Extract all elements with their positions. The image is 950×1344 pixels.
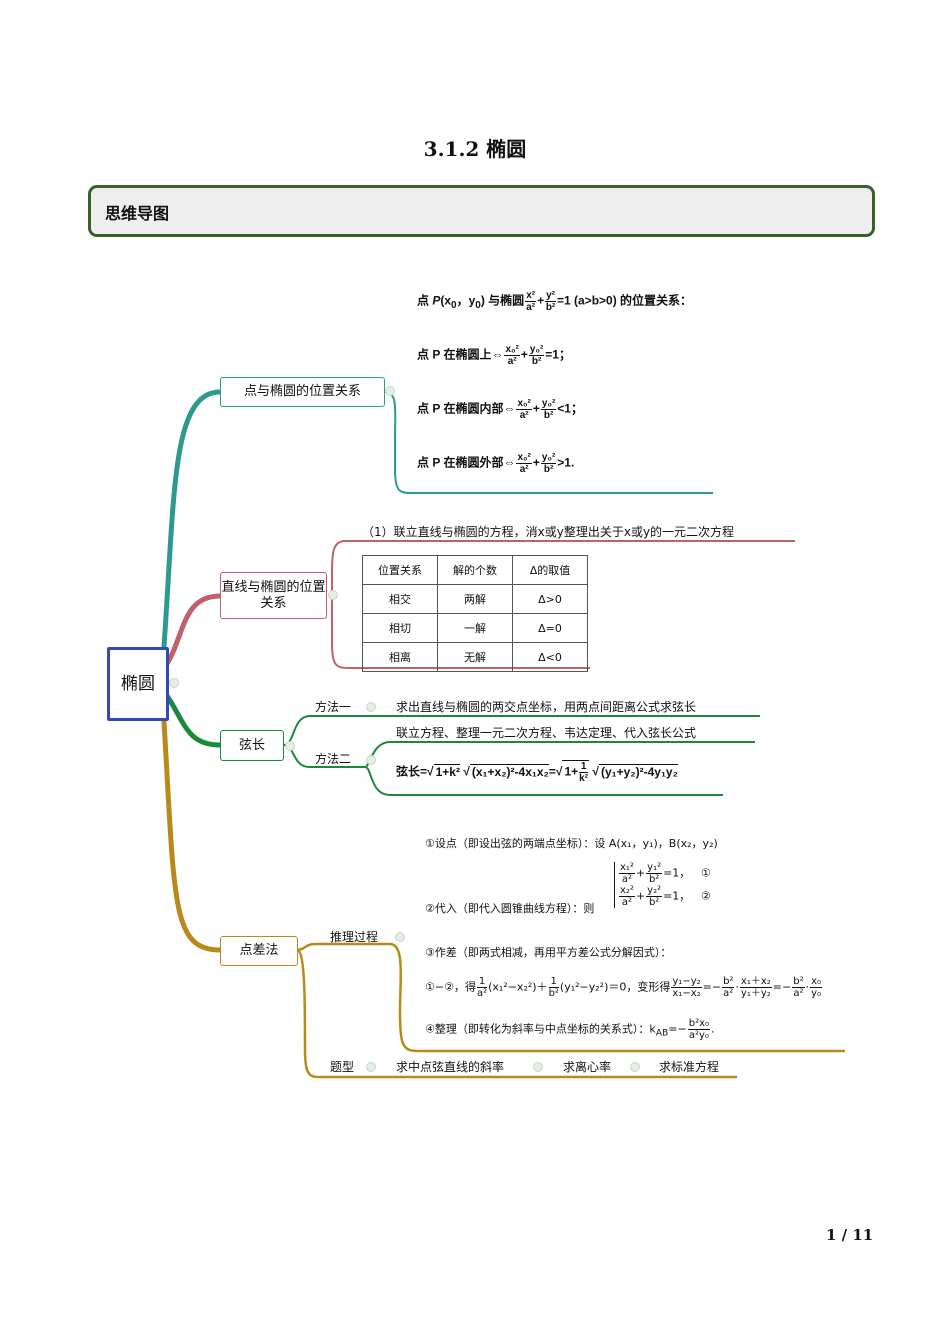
collapse-dot[interactable] (395, 932, 405, 942)
collapse-dot[interactable] (328, 590, 338, 600)
collapse-dot[interactable] (285, 741, 295, 751)
method1-text: 求出直线与椭圆的两交点坐标，用两点间距离公式求弦长 (396, 700, 697, 714)
node-point-difference-method[interactable]: 点差法 (220, 936, 298, 966)
collapse-dot[interactable] (366, 755, 376, 765)
branch4-connector (160, 704, 221, 953)
central-node[interactable]: 椭圆 (107, 647, 169, 721)
method1-label[interactable]: 方法一 (315, 700, 352, 714)
method2-label[interactable]: 方法二 (315, 752, 352, 766)
page-title: 3.1.2 椭圆 (423, 137, 527, 161)
branch4-sub (296, 942, 845, 1079)
page-number: 1 / 11 (826, 1226, 874, 1244)
type-item[interactable]: 求中点弦直线的斜率 (396, 1060, 505, 1074)
collapse-dot[interactable] (630, 1062, 640, 1072)
collapse-dot[interactable] (385, 386, 395, 396)
branch2-bracket (331, 540, 795, 669)
branch1-bracket (384, 391, 713, 494)
step3: ③作差（即两式相减，再用平方差公式分解因式）： (425, 946, 672, 959)
process-label[interactable]: 推理过程 (330, 930, 379, 944)
branch1-connector (160, 389, 221, 661)
collapse-dot[interactable] (366, 702, 376, 712)
section-header: 思维导图 (88, 185, 875, 237)
method2-text: 联立方程、整理一元二次方程、韦达定理、代入弦长公式 (396, 726, 697, 740)
branch3-connector (160, 688, 221, 748)
b2-intro: （1）联立直线与椭圆的方程，消x或y整理出关于x或y的一元二次方程 (362, 525, 735, 539)
collapse-dot[interactable] (366, 1062, 376, 1072)
step2: ②代入（即代入圆锥曲线方程）：则 (425, 902, 595, 915)
type-item[interactable]: 求离心率 (563, 1060, 612, 1074)
branch2-connector (160, 593, 221, 672)
types-label[interactable]: 题型 (330, 1060, 355, 1074)
node-point-ellipse-relation[interactable]: 点与椭圆的位置关系 (220, 377, 385, 407)
node-chord-length[interactable]: 弦长 (220, 730, 284, 761)
node-line-ellipse-relation[interactable]: 直线与椭圆的位置关系 (220, 572, 327, 619)
collapse-dot[interactable] (169, 678, 179, 688)
type-item[interactable]: 求标准方程 (659, 1060, 720, 1074)
step1: ①设点（即设出弦的两端点坐标）：设 A(x₁，y₁)，B(x₂，y₂) (425, 837, 718, 850)
collapse-dot[interactable] (533, 1062, 543, 1072)
section-header-label: 思维导图 (105, 204, 170, 223)
